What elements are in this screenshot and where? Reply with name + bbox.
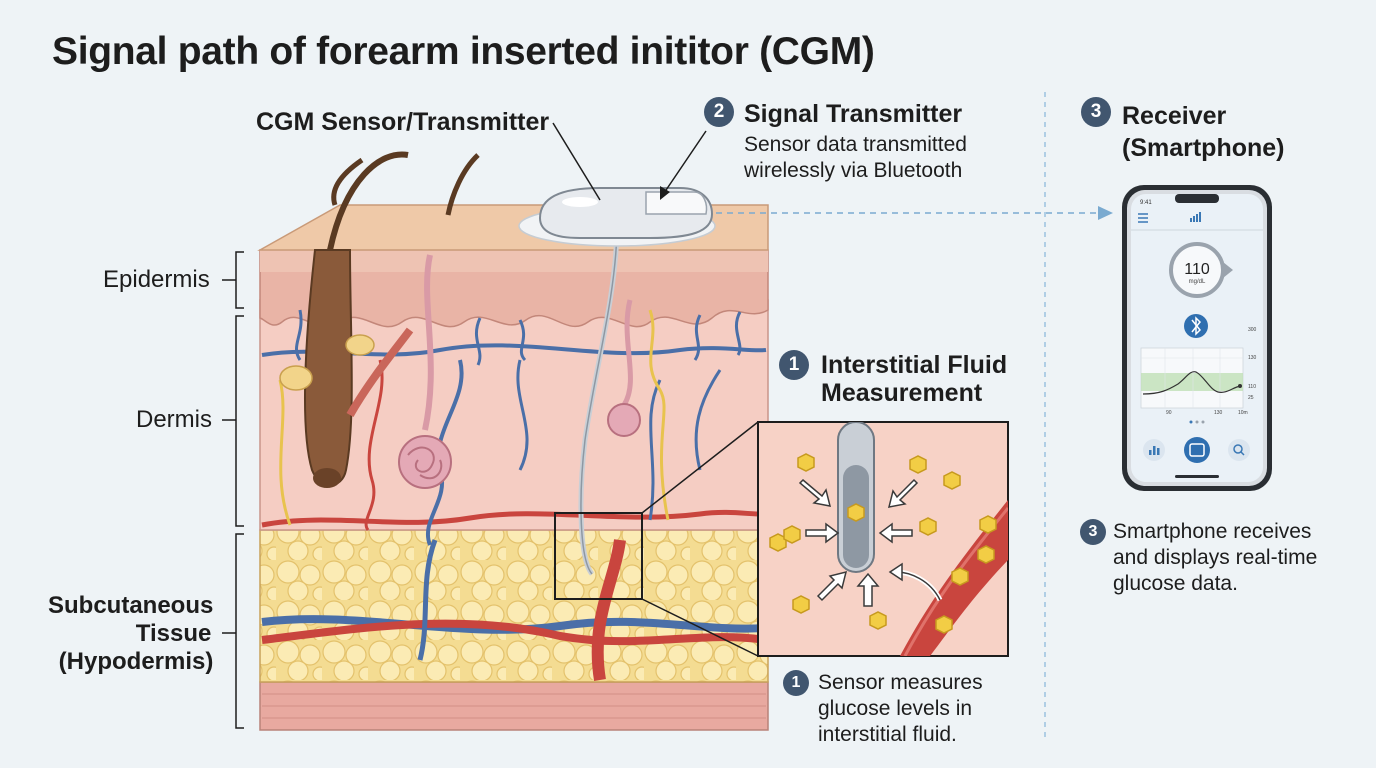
step-1-note-badge: 1 (783, 670, 809, 696)
fat-layer (259, 529, 769, 683)
smartphone: 9:41 110 mg/dL 300 130 110 25 90 130 (1122, 185, 1272, 491)
measurement-title: Interstitial Fluid Measurement (821, 351, 1008, 407)
transmitter-description: Sensor data transmitted wirelessly via B… (744, 133, 967, 182)
dermis-label: Dermis (136, 406, 212, 433)
y-tick: 130 (1248, 355, 1257, 361)
transmitter-title: Signal Transmitter (744, 100, 963, 128)
sensor-label: CGM Sensor/Transmitter (256, 108, 550, 136)
signal-bars-icon (1190, 212, 1201, 222)
y-tick: 300 (1248, 327, 1257, 333)
step-3-note-badge: 3 (1080, 519, 1106, 545)
glucose-chart: 300 130 110 25 90 130 10m (1140, 327, 1257, 416)
y-tick: 110 (1248, 384, 1256, 390)
glucose-value: 110 (1184, 261, 1210, 278)
glucose-unit: mg/dL (1189, 279, 1206, 285)
page-title: Signal path of forearm inserted inititor… (52, 30, 875, 73)
receiver-description: Smartphone receives and displays real-ti… (1113, 520, 1318, 595)
subcutaneous-label: Subcutaneous Tissue (Hypodermis) (48, 592, 214, 675)
status-time: 9:41 (1140, 200, 1152, 206)
step-2-badge: 2 (704, 97, 734, 127)
x-tick: 130 (1214, 410, 1223, 416)
measurement-description: Sensor measures glucose levels in inters… (818, 671, 983, 746)
receiver-title: Receiver (Smartphone) (1122, 102, 1285, 162)
y-tick: 25 (1248, 395, 1254, 401)
step-1-badge: 1 (779, 350, 809, 380)
x-tick: 90 (1166, 410, 1172, 416)
glucose-molecules (769, 453, 997, 634)
home-icon (1184, 437, 1210, 463)
zoom-box (554, 512, 643, 600)
menu-icon (1138, 213, 1148, 223)
x-tick: 10m (1238, 410, 1248, 416)
epidermis-label: Epidermis (103, 266, 210, 293)
search-icon (1228, 439, 1250, 461)
step-3-badge: 3 (1081, 97, 1111, 127)
